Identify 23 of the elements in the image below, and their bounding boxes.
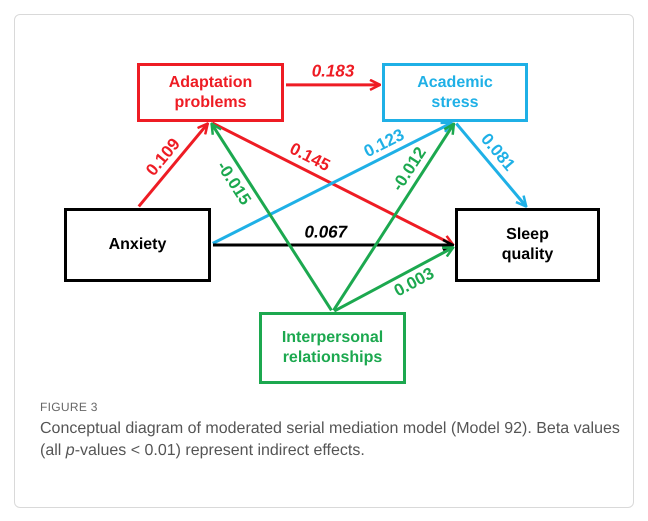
arrow [286,78,382,92]
arrow [138,122,209,208]
arrow [455,122,528,208]
edge-label: 0.183 [312,62,354,80]
variable-name: Academic stress [416,72,494,112]
figure-caption: Conceptual diagram of moderated serial mediation model (Model 92). Beta values (all p-values < 0.01) represent indirect effects. [40,419,620,461]
variable-box [259,312,406,384]
variable-name: Interpersonal relationships [280,328,384,368]
variable-name: Sleep quality [500,225,554,265]
figure-label: FIGURE 3 [40,399,98,416]
variable-name: Anxiety [108,235,166,255]
arrow [334,246,454,312]
arrow [210,122,333,312]
edge-label: 0.067 [304,224,348,240]
arrow [332,122,456,312]
edge-label: 0.145 [287,140,333,174]
variable-box [137,63,284,122]
edge-label: 0.003 [390,264,436,300]
variable-box [64,208,211,282]
arrow [213,238,454,252]
variable-name: Adaptation problems [168,72,254,112]
variable-box [382,63,528,122]
variable-box [455,208,600,282]
